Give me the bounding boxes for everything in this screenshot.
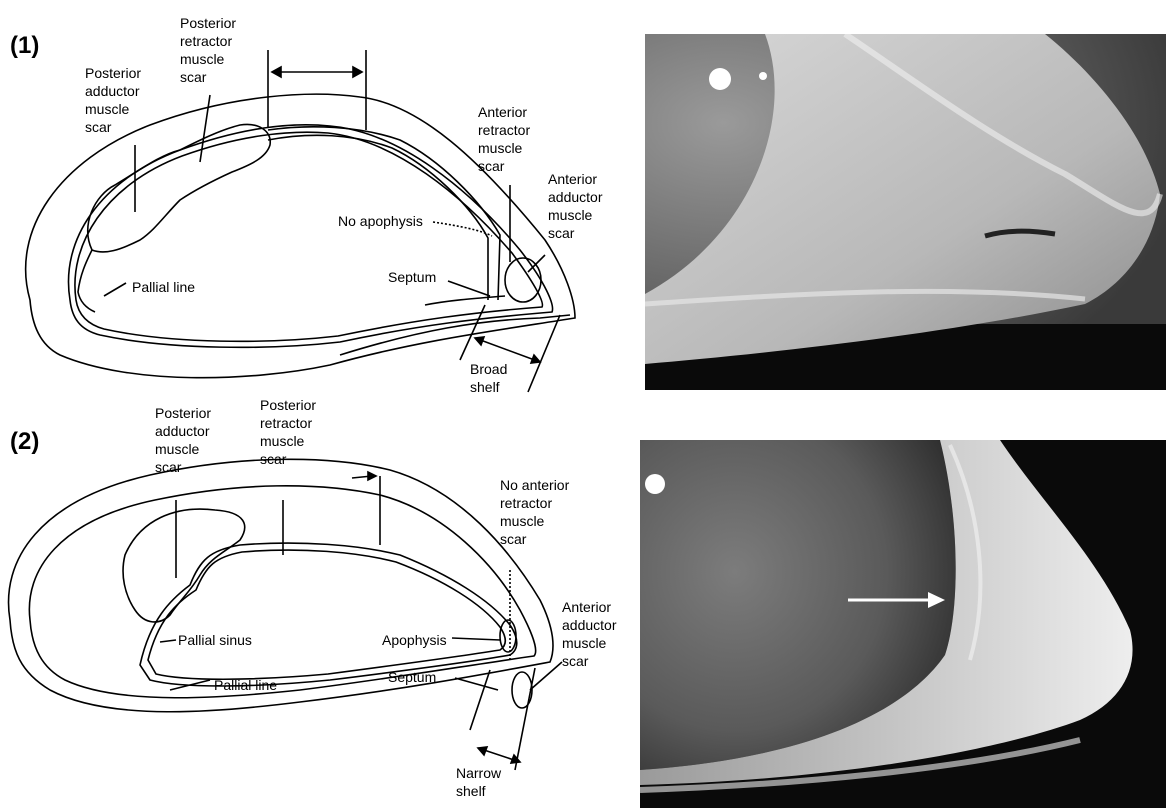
specimen-photo-2 xyxy=(640,440,1166,808)
p1-septum-label: Septum xyxy=(388,268,436,286)
p2-pallial-sinus-label: Pallial sinus xyxy=(178,631,252,649)
panel-2-shell-drawing xyxy=(9,459,562,770)
p2-apophysis-label: Apophysis xyxy=(382,631,447,649)
p2-pallial-line-label: Pallial line xyxy=(214,676,277,694)
p1-apophysis-label: No apophysis xyxy=(338,212,423,230)
p2-septum-label: Septum xyxy=(388,668,436,686)
specimen-photo-1 xyxy=(645,34,1166,390)
p1-pallial-line-label: Pallial line xyxy=(132,278,195,296)
